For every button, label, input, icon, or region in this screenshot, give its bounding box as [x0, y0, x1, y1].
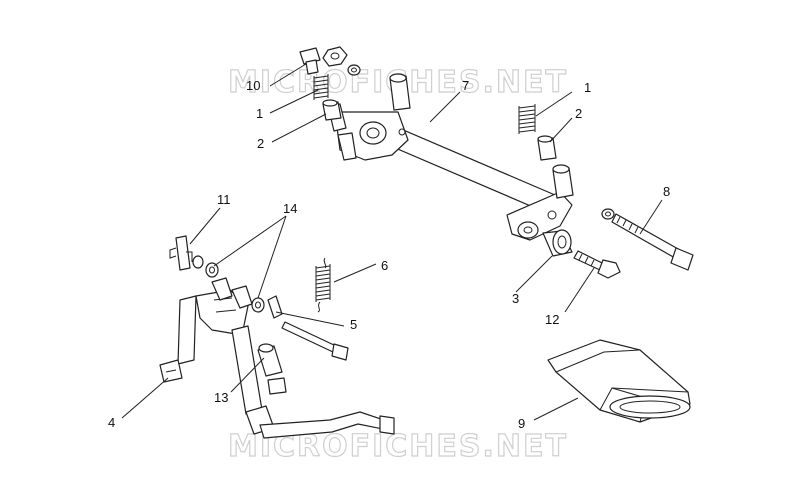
rubber-sleeve-9 [547, 339, 691, 423]
callout-1-left: 1 [256, 106, 263, 121]
callout-10: 10 [246, 78, 260, 93]
callout-6: 6 [381, 258, 388, 273]
callout-14: 14 [283, 201, 297, 216]
centre-stand-4 [159, 277, 395, 439]
leader-lines [121, 63, 663, 421]
bracket-11 [169, 235, 265, 313]
stand-shaft-assembly [327, 73, 574, 241]
callout-5: 5 [350, 317, 357, 332]
long-bolt-8 [601, 208, 694, 271]
callout-2-left: 2 [257, 136, 264, 151]
callout-11: 11 [217, 192, 231, 207]
callout-labels: 10 1 2 7 1 2 8 3 12 11 14 6 5 13 4 9 [108, 78, 670, 431]
callout-12: 12 [545, 312, 559, 327]
callout-1-right: 1 [584, 80, 591, 95]
callout-13: 13 [214, 390, 228, 405]
bush-3 [542, 229, 573, 257]
callout-7: 7 [462, 78, 469, 93]
callout-4: 4 [108, 415, 115, 430]
stand-spring-6 [315, 257, 331, 313]
callout-8: 8 [663, 184, 670, 199]
right-upper-hardware [518, 104, 557, 161]
callout-2-right: 2 [575, 106, 582, 121]
bolt-12 [573, 250, 621, 279]
left-upper-hardware [299, 46, 361, 121]
callout-9: 9 [518, 416, 525, 431]
callout-3: 3 [512, 291, 519, 306]
rod-5 [267, 295, 349, 361]
